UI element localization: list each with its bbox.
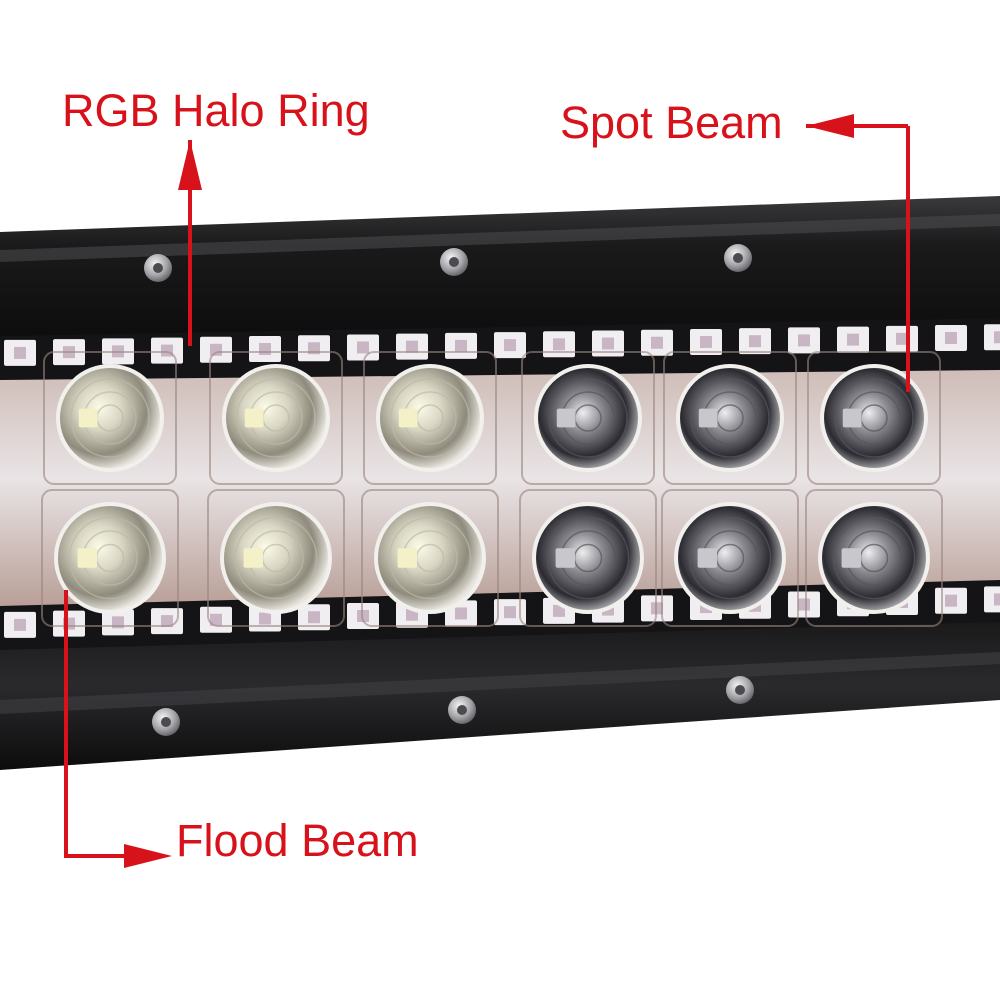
rgb-chip-icon xyxy=(641,329,673,356)
spot-led-icon xyxy=(807,351,941,485)
rgb-chip-icon xyxy=(494,599,526,626)
rgb-chip-icon xyxy=(396,333,428,360)
rgb-chip-icon xyxy=(200,336,232,363)
rgb-chip-icon xyxy=(151,608,183,635)
rgb-chip-icon xyxy=(984,324,1000,351)
arrow-icon xyxy=(178,140,202,190)
flood-led-icon xyxy=(43,351,177,485)
rgb-chip-icon xyxy=(4,339,36,366)
spot-led-icon xyxy=(805,489,943,627)
rgb-chip-icon xyxy=(592,330,624,357)
screw-icon xyxy=(724,244,752,272)
flood-led-icon xyxy=(41,489,179,627)
spot-led-icon xyxy=(519,489,657,627)
screw-icon xyxy=(152,708,180,736)
flood-led-icon xyxy=(209,351,343,485)
rgb-chip-icon xyxy=(151,337,183,364)
rgb-chip-icon xyxy=(690,328,722,355)
screw-icon xyxy=(726,676,754,704)
mounting-screws xyxy=(144,244,754,736)
label-spot-beam: Spot Beam xyxy=(560,97,783,148)
rgb-chip-icon xyxy=(298,335,330,362)
rgb-halo-ring-top xyxy=(4,324,1000,366)
rgb-chip-icon xyxy=(445,332,477,359)
rgb-chip-icon xyxy=(788,591,820,618)
rgb-chip-icon xyxy=(347,334,379,361)
rgb-chip-icon xyxy=(298,604,330,631)
spot-led-icon xyxy=(663,351,797,485)
rgb-chip-icon xyxy=(543,331,575,358)
screw-icon xyxy=(440,248,468,276)
arrow-icon xyxy=(806,114,854,138)
flood-arrow-line xyxy=(64,590,150,858)
flood-led-icon xyxy=(207,489,345,627)
flood-led-icon xyxy=(361,489,499,627)
rgb-chip-icon xyxy=(494,332,526,359)
spot-led-icon xyxy=(661,489,799,627)
rgb-chip-icon xyxy=(935,587,967,614)
rgb-chip-icon xyxy=(788,327,820,354)
rgb-chip-icon xyxy=(886,325,918,352)
screw-icon xyxy=(144,254,172,282)
rgb-chip-icon xyxy=(53,610,85,637)
rgb-chip-icon xyxy=(837,326,869,353)
rgb-chip-icon xyxy=(200,606,232,633)
rgb-chip-icon xyxy=(984,586,1000,613)
rgb-chip-icon xyxy=(935,325,967,352)
label-flood-beam: Flood Beam xyxy=(176,815,419,866)
screw-icon xyxy=(448,696,476,724)
label-rgb-halo-ring: RGB Halo Ring xyxy=(62,85,370,136)
flood-led-icon xyxy=(363,351,497,485)
arrow-icons xyxy=(124,114,854,868)
rgb-chip-icon xyxy=(4,611,36,638)
spot-led-icon xyxy=(521,351,655,485)
led-array xyxy=(41,351,943,627)
rgb-chip-icon xyxy=(739,328,771,355)
rgb-chip-icon xyxy=(249,336,281,363)
arrow-icon xyxy=(124,844,172,868)
